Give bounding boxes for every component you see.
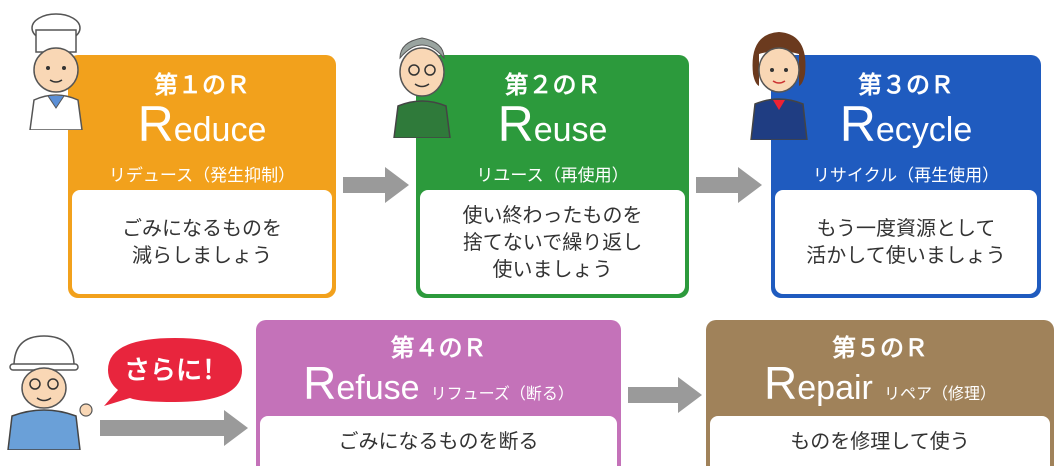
repair-description: ものを修理して使う — [710, 416, 1050, 466]
reduce-card: 第１のＲ Reduce リデュース（発生抑制） ごみになるものを 減らしましょう — [68, 55, 336, 298]
recycle-title: Recycle — [771, 95, 1041, 153]
reduce-description: ごみになるものを 減らしましょう — [72, 190, 332, 294]
recycle-ordinal: 第３のＲ — [858, 71, 954, 99]
reuse-title: Reuse — [416, 95, 689, 153]
woman-character-icon — [750, 32, 808, 140]
repair-card: 第５のＲ Repair リペア（修理） ものを修理して使う — [706, 320, 1054, 466]
reuse-title-rest: euse — [533, 111, 608, 149]
refuse-title-row: Refuse リフューズ（断る） — [256, 356, 621, 410]
chef-character-icon — [29, 13, 83, 130]
repair-ordinal: 第５のＲ — [832, 334, 928, 362]
reduce-japanese-name: リデュース（発生抑制） — [108, 166, 296, 186]
refuse-title-rest: efuse — [336, 369, 420, 407]
worker-character-icon — [7, 335, 93, 450]
reuse-description: 使い終わったものを 捨てないで繰り返し 使いましょう — [420, 190, 685, 294]
reuse-ordinal: 第２のＲ — [504, 71, 601, 99]
reduce-title-initial: R — [137, 96, 174, 152]
recycle-japanese-name: リサイクル（再生使用） — [812, 166, 1000, 186]
repair-title-rest: epair — [797, 369, 873, 407]
refuse-card: 第４のＲ Refuse リフューズ（断る） ごみになるものを断る — [256, 320, 621, 466]
recycle-title-initial: R — [839, 96, 876, 152]
reduce-title-rest: educe — [173, 111, 267, 149]
repair-title: Repair — [764, 357, 873, 409]
recycle-title-rest: ecycle — [875, 111, 973, 149]
reduce-ordinal: 第１のＲ — [154, 71, 250, 99]
refuse-description: ごみになるものを断る — [260, 416, 617, 466]
callout-text: さらに！ — [123, 356, 228, 386]
callout-bubble-icon — [104, 338, 242, 406]
reuse-card: 第２のＲ Reuse リユース（再使用） 使い終わったものを 捨てないで繰り返し… — [416, 55, 689, 298]
reuse-japanese-name: リユース（再使用） — [476, 166, 629, 186]
arrow-right-icon — [696, 167, 762, 203]
reduce-title: Reduce — [68, 95, 336, 153]
elderly-man-character-icon — [393, 37, 451, 138]
refuse-title-initial: R — [303, 357, 337, 409]
arrow-right-icon — [628, 377, 702, 413]
repair-title-initial: R — [764, 357, 798, 409]
reuse-title-initial: R — [497, 96, 534, 152]
arrow-right-icon — [100, 410, 248, 446]
refuse-japanese-name: リフューズ（断る） — [430, 384, 574, 403]
refuse-ordinal: 第４のＲ — [390, 334, 487, 362]
recycle-card: 第３のＲ Recycle リサイクル（再生使用） もう一度資源として 活かして使… — [771, 55, 1041, 298]
repair-japanese-name: リペア（修理） — [883, 384, 996, 403]
repair-title-row: Repair リペア（修理） — [706, 356, 1054, 410]
refuse-title: Refuse — [303, 357, 420, 409]
recycle-description: もう一度資源として 活かして使いましょう — [775, 190, 1037, 294]
arrow-right-icon — [343, 167, 409, 203]
